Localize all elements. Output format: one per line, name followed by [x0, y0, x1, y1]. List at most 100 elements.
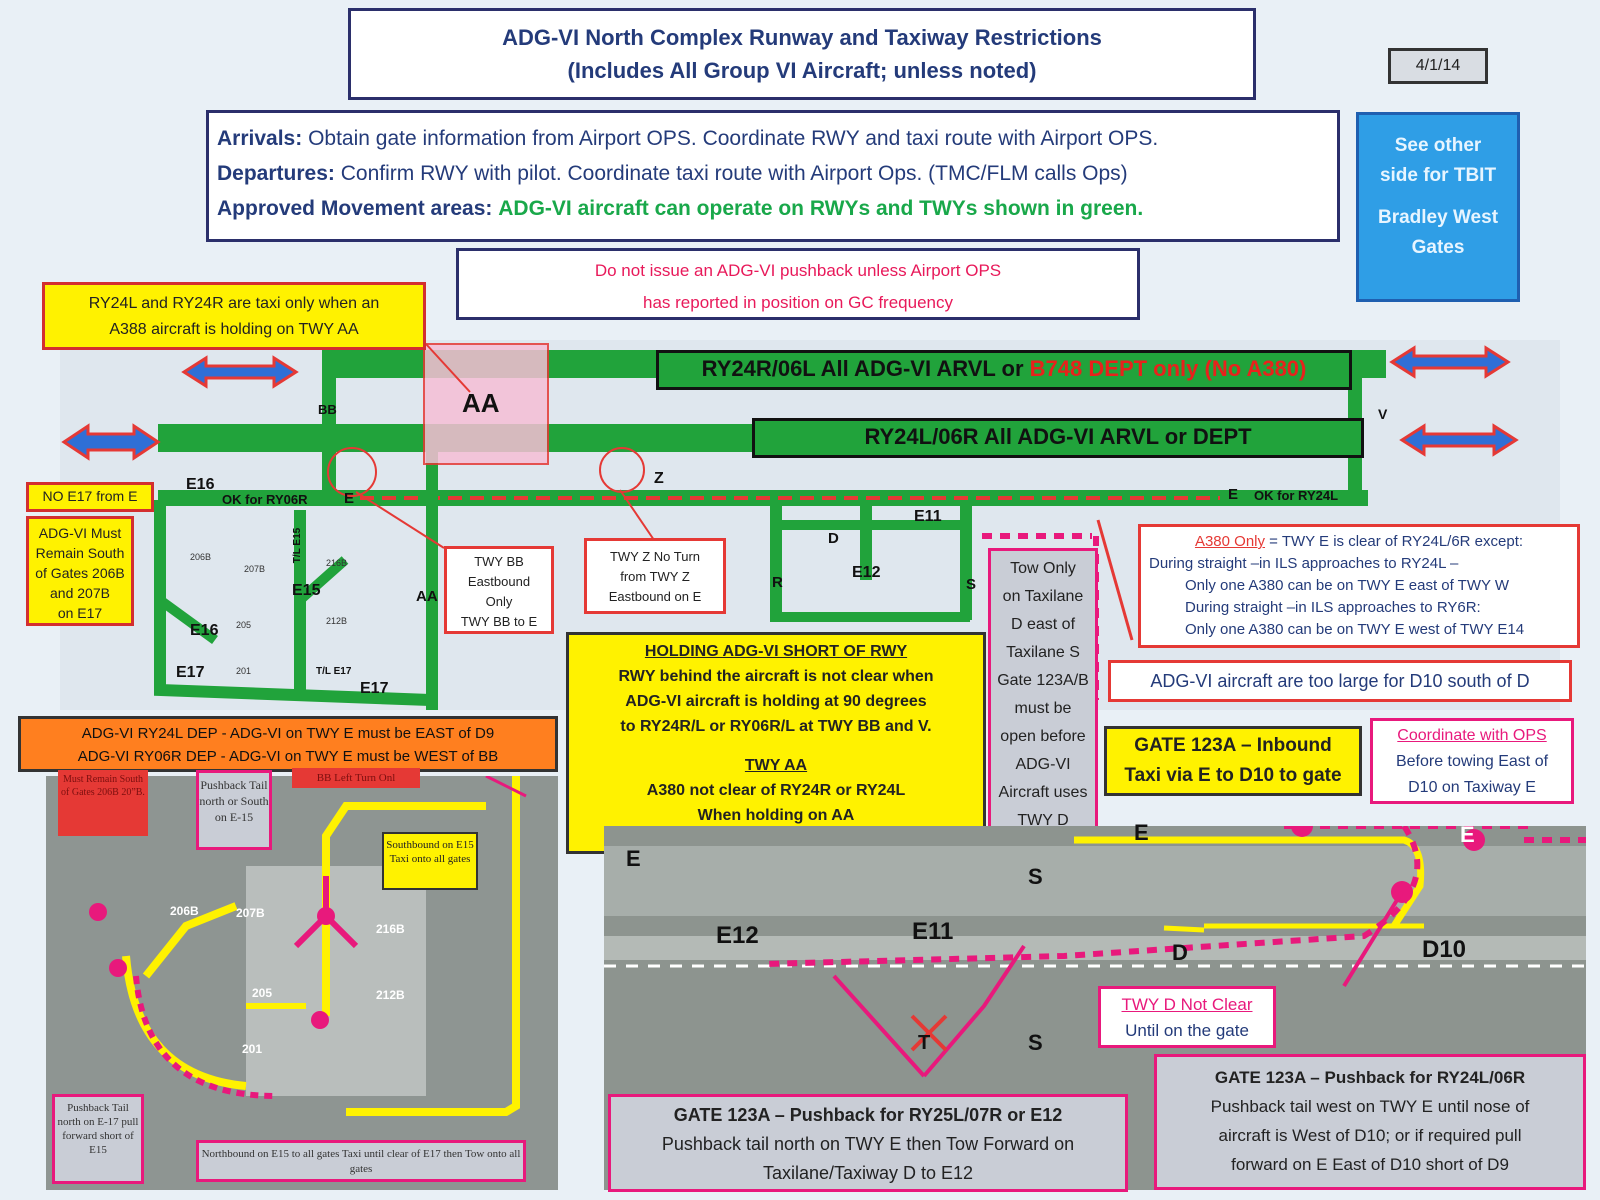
label-d: D — [828, 530, 839, 547]
coordinate-line-1: Before towing East of — [1395, 753, 1549, 770]
label-gate-206b: 206B — [190, 552, 212, 562]
label-e17-east: E17 — [360, 680, 389, 697]
bb-pointer — [355, 491, 445, 549]
taxiway-d-south — [770, 612, 970, 622]
tow-note-line: Gate 123A/B — [997, 672, 1089, 689]
runway-24r-restriction: B748 DEPT only (No A380) — [1029, 356, 1307, 381]
tow-note-line: must be — [1014, 700, 1072, 717]
holding-line-5: When holding on AA — [697, 807, 855, 824]
tbit-note[interactable]: See other side for TBIT Bradley West Gat… — [1356, 112, 1520, 302]
photo-gate-207b: 207B — [236, 906, 265, 920]
southbound-note: Southbound on E15 Taxi onto all gates — [382, 832, 478, 890]
departures-line: Departures: Confirm RWY with pilot. Coor… — [217, 156, 1329, 191]
photo-label-e11: E11 — [912, 918, 954, 945]
pushback-24l-line-2: Pushback tail west on TWY E until nose o… — [1210, 1097, 1530, 1116]
holding-line-4: A380 not clear of RY24R or RY24L — [646, 782, 906, 799]
label-aa: AA — [462, 388, 500, 418]
movement-text: ADG-VI aircraft can operate on RWYs and … — [498, 197, 1144, 220]
runway-24r-label: RY24R/06L All ADG-VI ARVL or B748 DEPT o… — [656, 350, 1352, 390]
photo-gate-206b: 206B — [170, 904, 199, 918]
pushback-line-1: Do not issue an ADG-VI pushback unless A… — [594, 261, 1002, 280]
departure-restriction-note: ADG-VI RY24L DEP - ADG-VI on TWY E must … — [18, 716, 558, 772]
holding-subheading: TWY AA — [744, 757, 808, 774]
holding-heading: HOLDING ADG-VI SHORT OF RWY — [644, 643, 908, 660]
must-remain-line-5: on E17 — [57, 605, 103, 621]
gate-123a-routes — [604, 826, 1586, 1078]
must-remain-line-3: of Gates 206B — [35, 565, 125, 581]
label-e16-south: E16 — [190, 622, 219, 639]
movement-label: Approved Movement areas: — [217, 197, 493, 220]
twy-d-not-clear-heading: TWY D Not Clear — [1121, 995, 1253, 1014]
photo-label-s-bottom: S — [1028, 1030, 1043, 1055]
z-pointer — [619, 489, 655, 541]
twy-bb-line-4: TWY BB to E — [460, 614, 538, 629]
a380-pointer — [1096, 519, 1134, 641]
twy-z-note: TWY Z No Turn from TWY Z Eastbound on E — [584, 538, 726, 614]
movement-line: Approved Movement areas: ADG-VI aircraft… — [217, 191, 1329, 226]
label-gate-216b: 216B — [326, 558, 348, 568]
a380-line-1: During straight –in ILS approaches to RY… — [1149, 555, 1459, 572]
tbit-line-4: Gates — [1411, 237, 1465, 258]
coordinate-heading: Coordinate with OPS — [1397, 727, 1547, 744]
taxiway-s — [960, 500, 972, 620]
pushback-e17-note: Pushback Tail north on E-17 pull forward… — [52, 1094, 144, 1184]
label-gate-212b: 212B — [326, 616, 348, 626]
taxiway-e15-branch — [296, 556, 349, 604]
label-s: S — [966, 576, 977, 593]
label-e11: E11 — [914, 508, 942, 525]
a380-heading-line: A380 Only = TWY E is clear of RY24L/6R e… — [1149, 531, 1569, 553]
twy-z-line-1: TWY Z No Turn — [609, 549, 701, 564]
arrivals-label: Arrivals: — [217, 127, 303, 150]
until-gate-line: Until on the gate — [1125, 1021, 1249, 1040]
photo-label-e-left: E — [626, 846, 641, 871]
coordinate-ops-note: Coordinate with OPS Before towing East o… — [1370, 718, 1574, 804]
a380-note: A380 Only = TWY E is clear of RY24L/6R e… — [1138, 524, 1580, 648]
gate-inbound-line-2: Taxi via E to D10 to gate — [1124, 765, 1342, 786]
label-bb: BB — [318, 402, 337, 417]
title-line-2: (Includes All Group VI Aircraft; unless … — [567, 58, 1037, 83]
tow-note-line: Aircraft uses — [998, 784, 1088, 801]
bb-restriction-circle — [327, 447, 377, 497]
photo-gate-212b: 212B — [376, 988, 405, 1002]
label-ok-ry06r: OK for RY06R — [222, 492, 308, 507]
a380-line-2: Only one A380 can be on TWY E east of TW… — [1185, 577, 1510, 594]
holding-line-2: ADG-VI aircraft is holding at 90 degrees — [625, 693, 927, 710]
photo-label-e-top: E — [1134, 820, 1149, 845]
pushback-24l-line-4: forward on E East of D10 short of D9 — [1231, 1155, 1509, 1174]
tow-note-line: open before — [1000, 728, 1086, 745]
tbit-line-2: side for TBIT — [1379, 165, 1497, 186]
photo-label-d10: D10 — [1422, 936, 1467, 963]
bb-left-turn-note: BB Left Turn Onl — [292, 768, 420, 788]
aa-pointer — [425, 343, 471, 393]
label-e-east: E — [1228, 486, 1239, 503]
twy-bb-line-1: TWY BB — [474, 554, 524, 569]
label-gate-207b: 207B — [244, 564, 266, 574]
must-remain-line-4: and 207B — [50, 585, 110, 601]
label-tle15: T/L E15 — [292, 527, 304, 564]
label-e16: E16 — [186, 476, 215, 493]
photo-label-e-right: E — [1460, 822, 1475, 847]
label-z: Z — [654, 470, 664, 487]
label-v: V — [1378, 406, 1388, 422]
photo-gate-216b: 216B — [376, 922, 405, 936]
twy-d-not-clear-note: TWY D Not Clear Until on the gate — [1098, 986, 1276, 1048]
a380-heading-rest: = TWY E is clear of RY24L/6R except: — [1265, 533, 1524, 550]
a380-line-4: Only one A380 can be on TWY E west of TW… — [1185, 621, 1525, 638]
tow-note-line: ADG-VI — [1015, 756, 1071, 773]
coordinate-line-2: D10 on Taxiway E — [1408, 779, 1536, 796]
gate-inbound-line-1: GATE 123A – Inbound — [1134, 735, 1332, 756]
west-gates-photo: Must Remain South of Gates 206B 20”B. Pu… — [46, 768, 558, 1190]
a380-heading: A380 Only — [1194, 533, 1265, 550]
info-box: Arrivals: Obtain gate information from A… — [206, 110, 1340, 242]
taxiway-e16 — [157, 595, 218, 645]
must-remain-line-1: ADG-VI Must — [38, 525, 122, 541]
ry24-line-1: RY24L and RY24R are taxi only when an — [88, 295, 380, 312]
pushback-24l-line-1: GATE 123A – Pushback for RY24L/06R — [1214, 1068, 1526, 1087]
west-gates-routes — [89, 776, 527, 1116]
twy-z-line-2: from TWY Z — [620, 569, 690, 584]
tbit-line-1: See other — [1394, 135, 1482, 156]
d10-note: ADG-VI aircraft are too large for D10 so… — [1108, 660, 1572, 702]
runway-24r-text: RY24R/06L All ADG-VI ARVL or — [701, 356, 1030, 381]
photo-label-s-top: S — [1028, 864, 1043, 889]
must-remain-note: ADG-VI Must Remain South of Gates 206B a… — [26, 516, 134, 626]
